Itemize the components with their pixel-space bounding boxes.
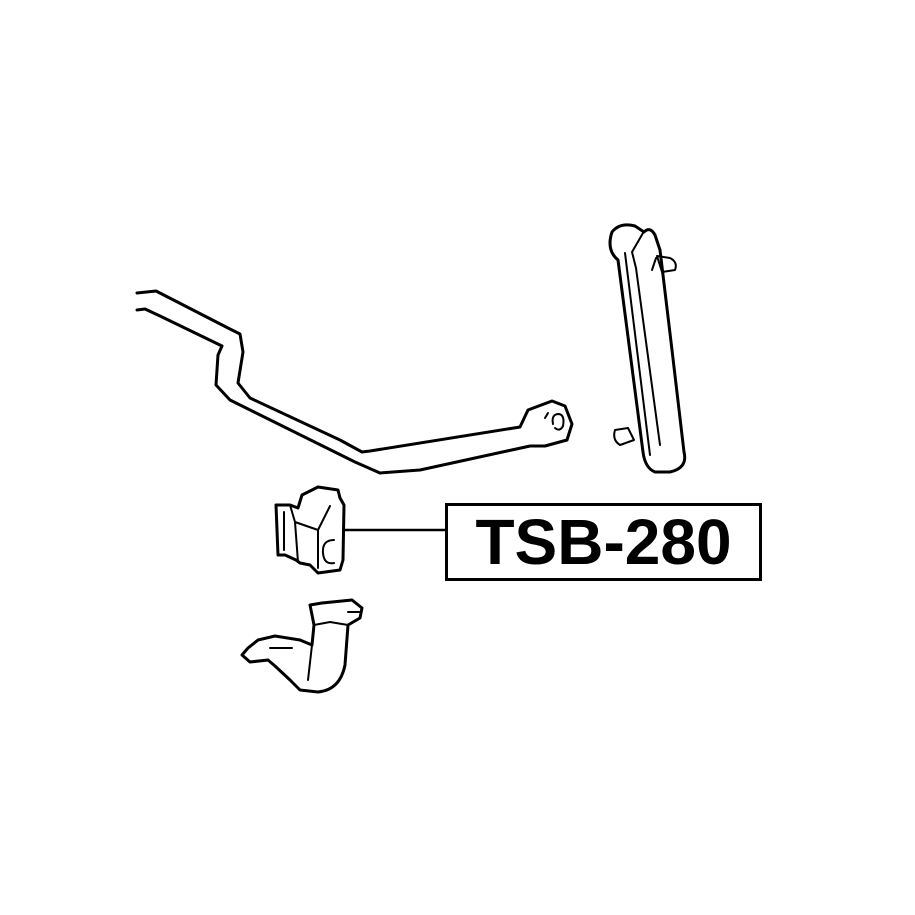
stabilizer-bar bbox=[135, 289, 574, 475]
bushing bbox=[274, 485, 346, 575]
part-number-label: TSB-280 bbox=[445, 503, 762, 581]
mounting-bracket bbox=[240, 598, 364, 694]
part-number-text: TSB-280 bbox=[475, 506, 732, 578]
stabilizer-link bbox=[608, 223, 687, 474]
